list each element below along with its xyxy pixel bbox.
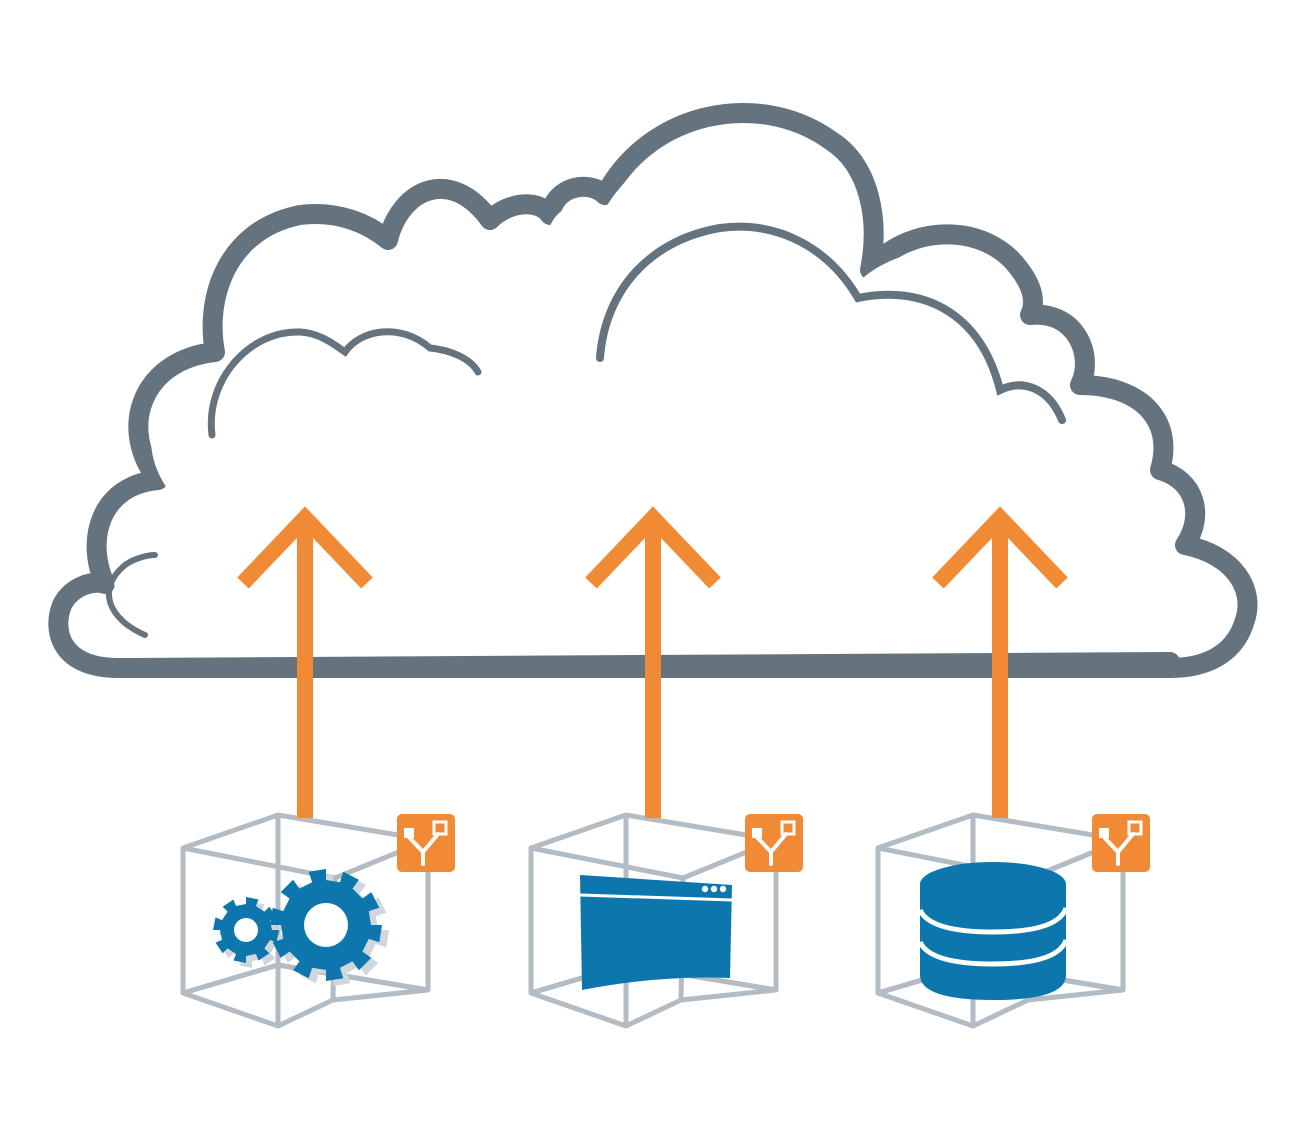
badge-node-right <box>780 820 796 836</box>
badge-node-left <box>404 828 414 838</box>
badge-glyph <box>1101 832 1135 866</box>
box-front-face <box>530 815 777 1029</box>
badge-glyph <box>754 832 788 866</box>
gear-small-hole <box>234 918 258 942</box>
badge-glyph <box>406 832 440 866</box>
cloud-baseline <box>108 652 1180 678</box>
database-cylinder-body <box>920 885 1066 1000</box>
container-web-app <box>528 506 803 1029</box>
browser-window-control-dot <box>710 885 718 893</box>
cloud-fill <box>73 133 1231 656</box>
cloud-icon <box>48 103 1258 678</box>
database-icon <box>917 862 1069 1000</box>
upload-arrow-head <box>932 506 1068 589</box>
database-cylinder-top <box>920 862 1066 906</box>
gear-large-hole <box>304 903 348 947</box>
containers-group <box>180 506 1150 1029</box>
upload-arrow-head <box>237 506 373 589</box>
browser-window-control-dot <box>701 885 709 893</box>
cloud-inner-curve-left <box>207 328 482 439</box>
badge-node-right <box>432 820 448 836</box>
database-ring-lower <box>917 938 1069 967</box>
box-front-face <box>182 815 429 1029</box>
browser-window-control-dot <box>719 885 727 893</box>
upload-arrow-head <box>585 506 721 589</box>
container-services <box>180 506 455 1029</box>
cloud-inner-curve-middle <box>596 222 1066 424</box>
badge-node-left <box>752 828 762 838</box>
badge-node-right <box>1127 820 1143 836</box>
browser-window-body <box>580 875 732 990</box>
browser-window-icon <box>579 875 733 990</box>
gears-icon <box>213 869 389 986</box>
database-ring-upper <box>917 906 1069 935</box>
cloud-inner-curve-lowleft <box>105 552 158 638</box>
container-database <box>875 506 1150 1029</box>
browser-window-titlebar-divider <box>579 893 733 902</box>
cloud-outline <box>48 103 1258 678</box>
badge-node-left <box>1099 828 1109 838</box>
